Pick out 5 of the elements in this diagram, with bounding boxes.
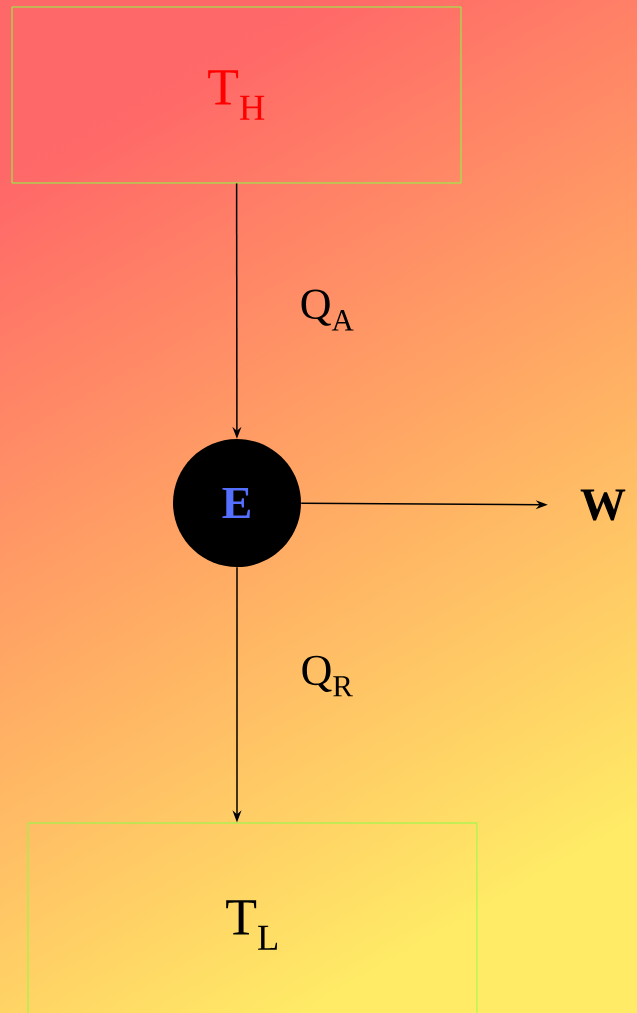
heat-reservoir-box: T$_{H}$ [11,6,462,184]
edge-label: Q$_{A}$ [301,289,354,331]
cold-reservoir-box: T$_{L}$ [27,822,478,1013]
work-label: W [580,489,626,521]
edge-label: Q$_{R}$ [302,655,353,697]
